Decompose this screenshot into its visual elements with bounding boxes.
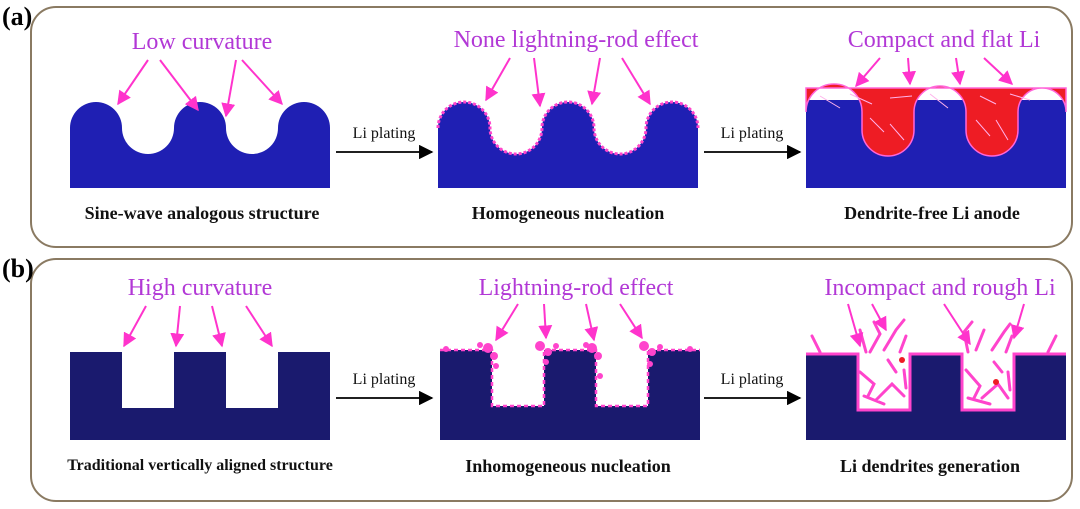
a2-sine-substrate — [436, 100, 700, 188]
a1-callout: Low curvature — [131, 29, 273, 55]
a3-callout-arrows — [855, 57, 1014, 88]
a-step1-label: Li plating — [352, 125, 416, 142]
a1-caption: Sine-wave analogous structure — [84, 203, 320, 223]
b3-pillar-substrate — [806, 318, 1066, 440]
b1-callout-arrows — [123, 305, 273, 348]
panel-a-tag: (a) — [2, 2, 33, 31]
a2-callout: None lightning-rod effect — [453, 27, 699, 53]
b1-callout: High curvature — [127, 275, 273, 301]
a3-caption: Dendrite-free Li anode — [844, 203, 1020, 223]
b-step1-label: Li plating — [352, 371, 416, 388]
b2-edge-deposit — [440, 348, 700, 408]
b3-caption: Li dendrites generation — [840, 456, 1020, 476]
a1-callout-arrows — [117, 59, 283, 118]
b2-callout: Lightning-rod effect — [478, 275, 674, 301]
a-step2-label: Li plating — [720, 125, 784, 142]
b3-callout: Incompact and rough Li — [824, 275, 1056, 301]
a2-uniform-deposit — [436, 100, 700, 156]
b1-caption: Traditional vertically aligned structure — [67, 457, 333, 474]
b2-callout-arrows — [495, 303, 643, 342]
b3-callout-arrows — [847, 303, 1025, 348]
b1-pillar-substrate — [70, 352, 330, 440]
a2-caption: Homogeneous nucleation — [471, 203, 665, 223]
panel-b-tag: (b) — [2, 254, 34, 283]
b-step2-label: Li plating — [720, 371, 784, 388]
b3-edge-deposit — [806, 352, 1066, 412]
a3-substrate-with-li — [805, 83, 1067, 188]
b3-red-nuclei — [899, 357, 999, 385]
b2-tip-clusters — [443, 341, 693, 379]
b2-pillar-substrate — [440, 341, 700, 440]
b2-caption: Inhomogeneous nucleation — [465, 456, 671, 476]
a1-sine-substrate — [70, 102, 330, 188]
a3-compact-li-layer — [805, 83, 1067, 157]
a2-callout-arrows — [485, 57, 651, 108]
a3-callout: Compact and flat Li — [847, 27, 1041, 53]
b3-dendrites — [810, 318, 1058, 406]
